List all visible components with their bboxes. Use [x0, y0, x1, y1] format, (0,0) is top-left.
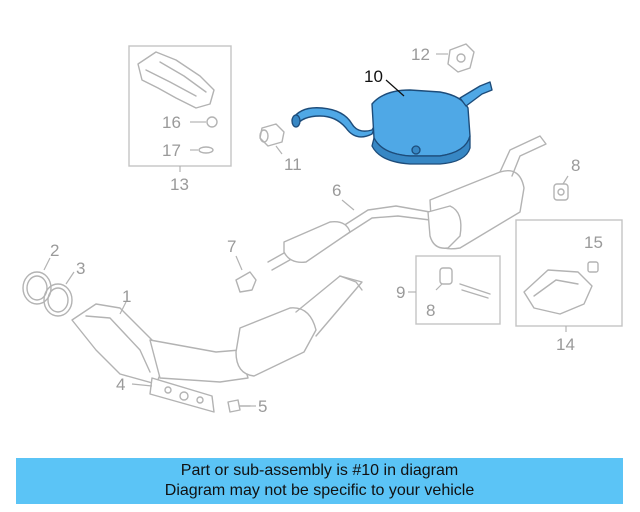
- callout-16[interactable]: 16: [162, 113, 181, 132]
- clamp-17: [198, 146, 214, 154]
- group-box-9: [415, 255, 501, 325]
- banner-line-1: Part or sub-assembly is #10 in diagram: [180, 462, 459, 479]
- part-info-banner: Part or sub-assembly is #10 in diagram D…: [16, 458, 623, 504]
- callout-17[interactable]: 17: [162, 141, 181, 160]
- front-pipe-converter-1: 1: [71, 275, 363, 385]
- callout-11[interactable]: 11: [284, 155, 302, 174]
- heat-shield-13: [137, 51, 215, 109]
- callout-7[interactable]: 7: [227, 237, 236, 256]
- clamp-7: 7: [227, 237, 257, 293]
- callout-9[interactable]: 9: [396, 283, 405, 302]
- group-box-14: [515, 219, 623, 327]
- intermediate-pipe-6: 6: [267, 135, 547, 271]
- hanger-8-upper: 8: [553, 156, 580, 201]
- hanger-12: 12: [411, 43, 475, 73]
- callout-12[interactable]: 12: [411, 45, 430, 64]
- callout-1[interactable]: 1: [122, 287, 131, 306]
- gasket-2: 2: [22, 241, 59, 305]
- part-group-14: 15 14: [515, 219, 623, 354]
- callout-13[interactable]: 13: [170, 175, 189, 194]
- flange-gasket-4: 4: [116, 375, 215, 413]
- callout-3[interactable]: 3: [76, 259, 85, 278]
- rear-muffler-10: 10: [291, 67, 493, 165]
- clamp-11: 11: [259, 123, 302, 174]
- callout-15[interactable]: 15: [584, 233, 603, 252]
- callout-14[interactable]: 14: [556, 335, 575, 354]
- callout-2[interactable]: 2: [50, 241, 59, 260]
- part-group-13: 16 17 13: [128, 45, 232, 194]
- callout-8-upper[interactable]: 8: [571, 156, 580, 175]
- exhaust-parts-diagram: 16 17 13 12 10 11 8: [22, 43, 623, 416]
- callout-5[interactable]: 5: [258, 397, 267, 416]
- clip-16: [206, 116, 218, 128]
- banner-line-2: Diagram may not be specific to your vehi…: [164, 482, 475, 499]
- callout-10[interactable]: 10: [364, 67, 383, 86]
- callout-6[interactable]: 6: [332, 181, 341, 200]
- gasket-3: 3: [43, 259, 85, 317]
- part-group-9: 8 9: [396, 255, 501, 325]
- callout-8-lower[interactable]: 8: [426, 301, 435, 320]
- bolt-5: 5: [227, 397, 267, 416]
- callout-4[interactable]: 4: [116, 375, 125, 394]
